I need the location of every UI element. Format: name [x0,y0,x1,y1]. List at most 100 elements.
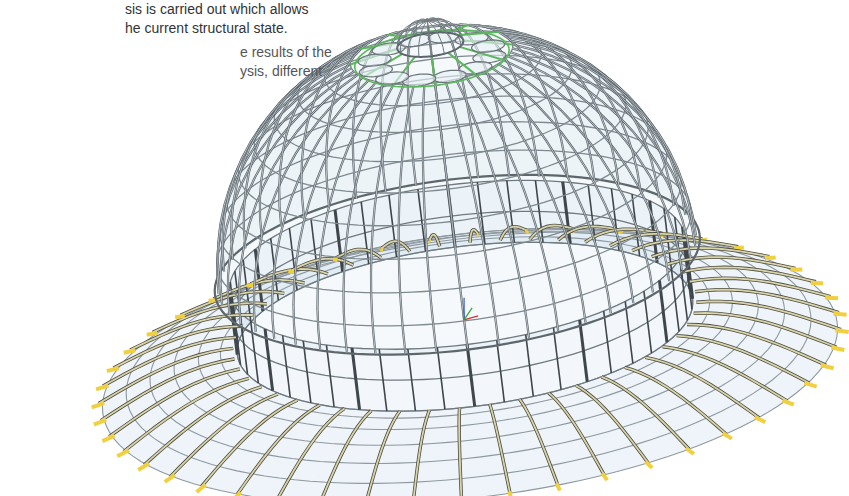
steel-rib [382,241,410,251]
lower-ribs [92,225,849,496]
rib-outline [423,84,437,351]
rib-outline [251,269,328,284]
rib-support [509,491,511,496]
rib-outline [513,45,696,236]
rib-support [646,461,653,467]
steel-rib [144,387,261,465]
rib-outline [549,393,605,475]
rib-support [791,268,803,272]
rib-support [94,420,106,425]
steel-rib [549,393,605,475]
steel-rib [466,77,558,331]
steel-rib [520,399,558,485]
steel-rib [459,24,539,176]
rib-support [333,257,337,262]
rib-outline [382,241,410,251]
drum-mullion [408,349,416,411]
steel-rib [180,291,284,315]
lantern-rib [400,21,427,53]
caption-text: sis is carried out which allows [125,1,309,18]
rib-support [811,281,823,285]
rib-support [557,483,560,490]
oculus-petal [359,65,392,77]
steel-rib [237,405,319,494]
oculus-petal [472,40,505,52]
steel-rib [695,290,839,313]
steel-rib [645,357,759,418]
rib-support [107,368,119,371]
drum-mullion [580,320,588,382]
axis-y [464,308,472,320]
rib-outline [239,75,358,324]
steel-rib [231,53,355,260]
drum-mullion [644,291,652,353]
rib-support [782,400,793,404]
drum-mullion [497,340,505,402]
rib-outline [470,230,478,243]
lantern-rib [406,20,427,39]
rib-outline [430,235,440,247]
steel-rib [399,85,414,354]
rib-outline [277,408,344,496]
rib-outline [413,410,429,496]
rib-support [833,313,846,314]
steel-rib [475,74,585,322]
steel-rib [602,377,690,449]
rib-support [197,485,206,492]
rib-outline [500,32,659,198]
axis-marker [464,298,478,320]
rib-support [723,433,732,438]
rib-outline [459,24,539,176]
rib-outline [366,411,400,496]
steel-rib [500,227,526,241]
rib-outline [466,77,558,331]
rib-support [734,248,744,249]
rib-support [138,463,149,470]
rib-outline [490,404,510,493]
rib-support [380,249,383,250]
drum-mullion [352,348,360,410]
rib-outline [228,71,354,314]
rib-outline [371,85,404,354]
steel-rib [576,385,648,463]
rib-support [96,386,108,390]
rib-outline [130,315,253,350]
caption-text: e results of the [240,44,332,61]
drum-mullion [326,345,334,407]
rib-support [526,231,528,233]
steel-rib [459,408,461,496]
rib-support [755,417,765,422]
steel-rib [509,38,685,215]
rib-outline [399,85,414,354]
rib-outline [317,83,384,349]
drum-mullion [303,341,311,403]
rib-support [247,283,254,287]
oculus-ring [355,30,509,87]
steel-rib [430,235,440,247]
rib-outline [511,52,691,258]
steel-rib [512,41,693,225]
steel-rib [513,45,696,236]
rib-outline [231,53,355,260]
steel-rib [423,84,437,351]
steel-rib [446,81,499,343]
rib-outline [218,61,351,283]
steel-rib [500,32,659,198]
steel-rib [366,411,400,496]
rib-outline [446,81,499,343]
steel-rib [652,248,770,257]
steel-rib [408,28,418,186]
drum-mullion [361,202,369,264]
oculus-petal [358,54,391,66]
rib-support [102,436,114,442]
glass-panel [438,406,486,496]
rib-support [835,330,848,332]
rib-outline [408,28,418,186]
rib-support [233,492,241,496]
rib-outline [237,405,319,494]
steel-rib [490,404,510,493]
rib-support [175,316,185,317]
steel-rib [153,303,267,332]
glass-surface [103,24,837,496]
